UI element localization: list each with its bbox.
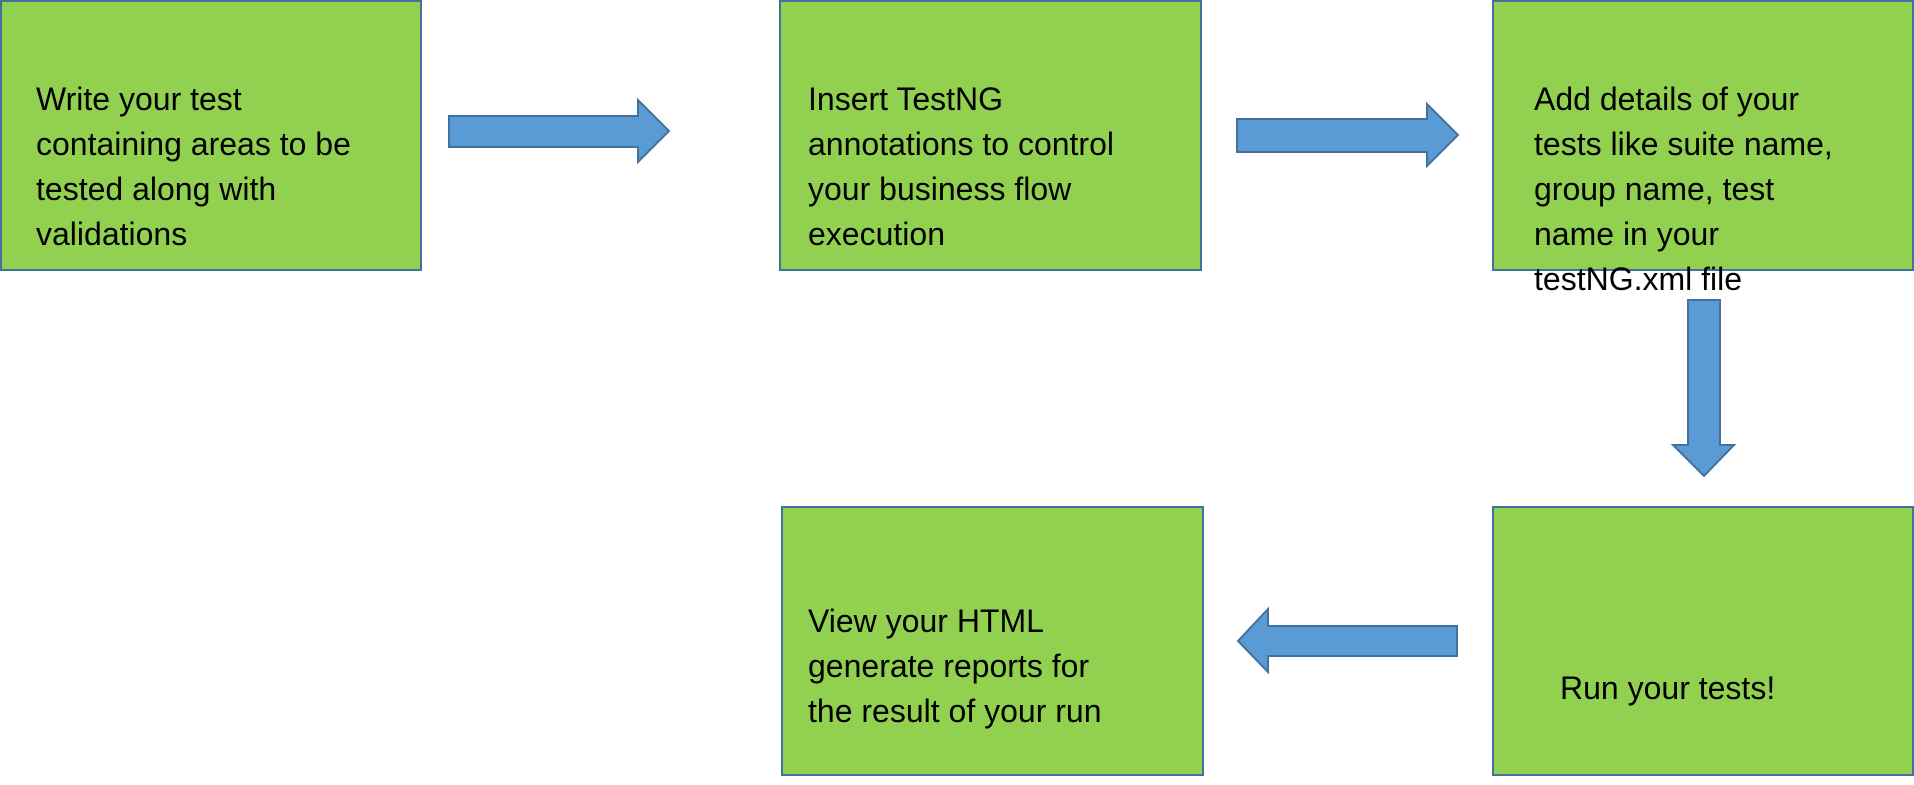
arrow-step2-to-step3 bbox=[1236, 101, 1460, 169]
step-insert-annotations-text: Insert TestNG annotations to control you… bbox=[808, 81, 1114, 252]
step-view-reports-text: View your HTML generate reports for the … bbox=[808, 603, 1102, 729]
step-view-reports: View your HTML generate reports for the … bbox=[781, 506, 1204, 776]
step-run-tests-text: Run your tests! bbox=[1560, 670, 1776, 706]
arrow-step4-to-step5 bbox=[1236, 606, 1458, 675]
arrow-step1-to-step2 bbox=[448, 97, 671, 165]
step-add-xml-details-text: Add details of your tests like suite nam… bbox=[1534, 81, 1833, 297]
step-add-xml-details: Add details of your tests like suite nam… bbox=[1492, 0, 1914, 297]
step-write-tests-text: Write your test containing areas to be t… bbox=[36, 81, 351, 252]
arrow-step3-to-step4 bbox=[1670, 299, 1737, 478]
step-run-tests: Run your tests! bbox=[1492, 506, 1914, 776]
step-write-tests: Write your test containing areas to be t… bbox=[0, 0, 422, 271]
step-insert-annotations: Insert TestNG annotations to control you… bbox=[779, 0, 1202, 271]
